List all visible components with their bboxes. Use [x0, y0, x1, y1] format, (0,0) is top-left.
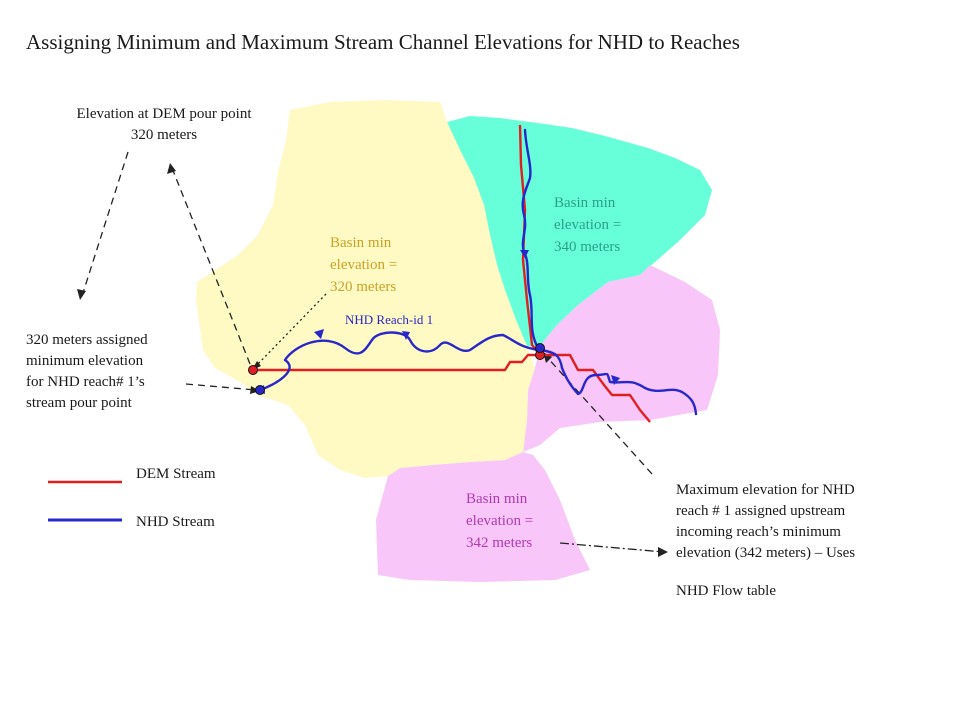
basin-pink-label: Basin min elevation = 342 meters: [466, 488, 533, 554]
nhd-junction-point: [535, 343, 545, 353]
annotation-line: stream pour point: [26, 395, 132, 411]
flow-table-annotation: NHD Flow table: [676, 583, 776, 599]
arrowhead: [77, 289, 86, 300]
nhd-stream-upper: [521, 128, 540, 350]
arrow-pink-to-maxelev: [559, 542, 665, 553]
flow-arrowhead: [520, 250, 529, 258]
arrowhead: [167, 163, 176, 174]
nhd-stream-main: [258, 331, 542, 392]
legend-dem-label: DEM Stream: [136, 466, 216, 482]
arrow-basin-to-dem-outlet: [255, 293, 327, 367]
annotation-line: minimum elevation: [26, 353, 144, 369]
flow-arrowhead: [402, 331, 410, 340]
basin-label-line: 342 meters: [466, 535, 533, 551]
arrow-dem-pour-to-assigned: [81, 151, 129, 297]
basin-label-line: elevation =: [466, 513, 534, 529]
arrowhead: [658, 547, 668, 557]
dem-stream-lower: [540, 353, 651, 423]
flow-arrowhead: [611, 375, 620, 385]
basin-teal-label: Basin min elevation = 340 meters: [554, 192, 621, 258]
annotation-line: 320 meters assigned: [26, 332, 148, 348]
dem-pour-point-annotation: Elevation at DEM pour point 320 meters: [24, 104, 304, 146]
annotation-line: 320 meters: [130, 127, 198, 143]
basin-label-line: Basin min: [330, 235, 392, 251]
nhd-reach-label: NHD Reach-id 1: [345, 312, 434, 327]
basin-label-line: Basin min: [466, 491, 528, 507]
annotation-line: Elevation at DEM pour point: [76, 106, 252, 122]
basin-label-line: Basin min: [554, 195, 616, 211]
annotation-line: reach # 1 assigned upstream: [676, 503, 846, 519]
basin-label-line: 320 meters: [330, 279, 397, 295]
annotation-line: incoming reach’s minimum: [676, 524, 841, 540]
flow-arrowhead: [314, 329, 324, 339]
basin-teal: [447, 116, 712, 346]
dem-stream-main: [253, 353, 540, 372]
assigned-min-annotation: 320 meters assigned minimum elevation fo…: [26, 330, 148, 414]
basin-pink: [376, 265, 720, 582]
page-title: Assigning Minimum and Maximum Stream Cha…: [26, 30, 740, 54]
dem-pour-point: [248, 365, 258, 375]
annotation-line: Maximum elevation for NHD: [676, 482, 855, 498]
basin-yellow: [196, 100, 535, 478]
annotation-line: for NHD reach# 1’s: [26, 374, 145, 390]
nhd-pour-point: [255, 385, 265, 395]
basin-label-line: 340 meters: [554, 239, 621, 255]
arrow-maxelev-to-junction: [545, 355, 653, 475]
basin-yellow-label: Basin min elevation = 320 meters: [330, 232, 397, 298]
basin-label-line: elevation =: [554, 217, 622, 233]
max-elevation-annotation: Maximum elevation for NHD reach # 1 assi…: [676, 480, 855, 564]
annotation-line: elevation (342 meters) – Uses: [676, 545, 856, 561]
nhd-stream-lower: [538, 348, 698, 416]
dem-stream-upper: [518, 124, 541, 356]
legend-nhd-label: NHD Stream: [136, 514, 215, 530]
basin-label-line: elevation =: [330, 257, 398, 273]
